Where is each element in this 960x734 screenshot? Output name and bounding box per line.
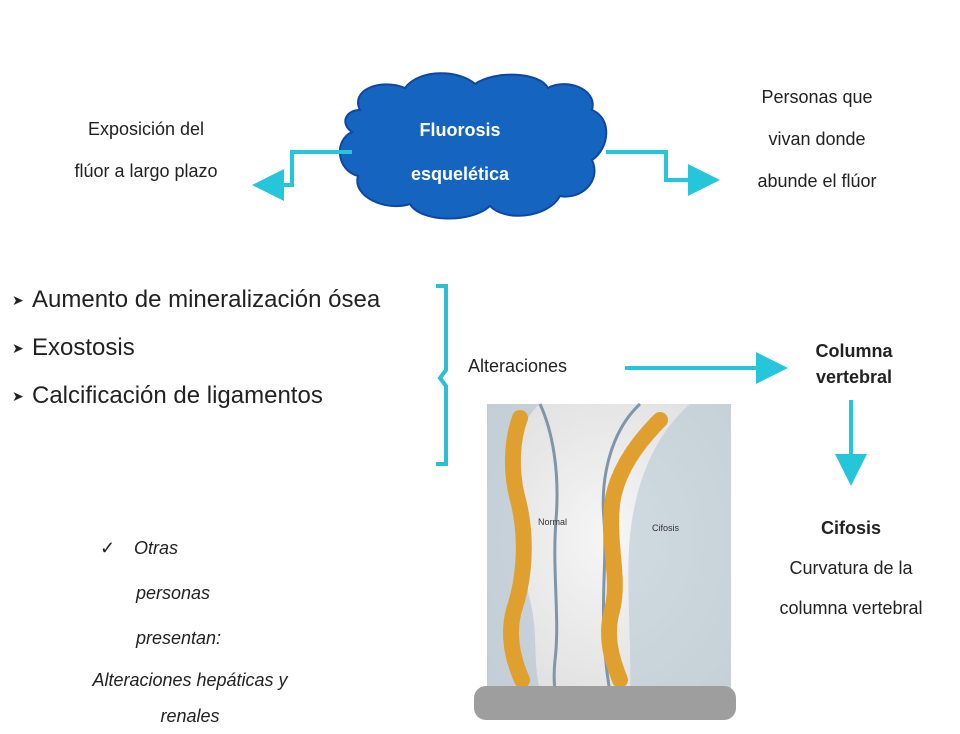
right-note-line1: Personas que	[761, 87, 873, 107]
others-line3: presentan:	[136, 628, 222, 648]
symptom-label: Calcificación de ligamentos	[32, 382, 323, 409]
cifosis-figure-label: Cifosis	[652, 523, 680, 533]
cloud-shape	[338, 72, 608, 220]
cifosis-title: Cifosis	[820, 518, 881, 538]
cifosis-line1: Curvatura de la	[789, 558, 913, 578]
spine-illustration	[474, 402, 736, 720]
symptom-label: Exostosis	[32, 334, 135, 361]
bracket	[436, 284, 448, 466]
others-line1: Otras	[134, 538, 179, 558]
others-footer: Alteraciones hepáticas y renales	[40, 662, 340, 734]
cloud-title: Fluorosis esquelética	[380, 108, 540, 196]
left-note-line2: flúor a largo plazo	[74, 161, 218, 181]
symptom-item: ➤ Calcificación de ligamentos	[12, 372, 432, 420]
cifosis-line2: columna vertebral	[779, 598, 923, 618]
symptom-label: Aumento de mineralización ósea	[32, 286, 381, 313]
alteraciones-label: Alteraciones	[468, 356, 568, 376]
arrow-left	[252, 150, 352, 201]
others-line5: renales	[160, 706, 220, 726]
left-note: Exposición del flúor a largo plazo	[40, 108, 252, 192]
symptom-item: ➤ Exostosis	[12, 324, 432, 372]
others-block: ✓ Otras personas presentan:	[100, 526, 270, 661]
right-note-line2: vivan donde	[768, 129, 866, 149]
columna-line2: vertebral	[815, 367, 893, 387]
checkmark-icon: ✓	[100, 538, 116, 558]
others-line4: Alteraciones hepáticas y	[92, 670, 288, 690]
arrowhead-bullet-icon: ➤	[12, 292, 24, 308]
cifosis-block: Cifosis Curvatura de la columna vertebra…	[746, 508, 956, 628]
cloud-title-line1: Fluorosis	[419, 120, 501, 140]
symptom-item: ➤ Aumento de mineralización ósea	[12, 276, 432, 324]
normal-label: Normal	[538, 517, 568, 527]
columna-label: Columna vertebral	[790, 338, 918, 390]
symptom-list: ➤ Aumento de mineralización ósea ➤ Exost…	[12, 276, 432, 420]
arrow-right	[606, 150, 720, 196]
cloud-title-line2: esquelética	[410, 164, 510, 184]
arrowhead-bullet-icon: ➤	[12, 388, 24, 404]
right-note: Personas que vivan donde abunde el flúor	[724, 76, 910, 202]
columna-line1: Columna	[815, 341, 893, 361]
others-line1-row: ✓ Otras	[100, 526, 270, 571]
right-note-line3: abunde el flúor	[757, 171, 877, 191]
left-note-line1: Exposición del	[87, 119, 205, 139]
others-line2: personas	[136, 583, 211, 603]
arrowhead-bullet-icon: ➤	[12, 340, 24, 356]
